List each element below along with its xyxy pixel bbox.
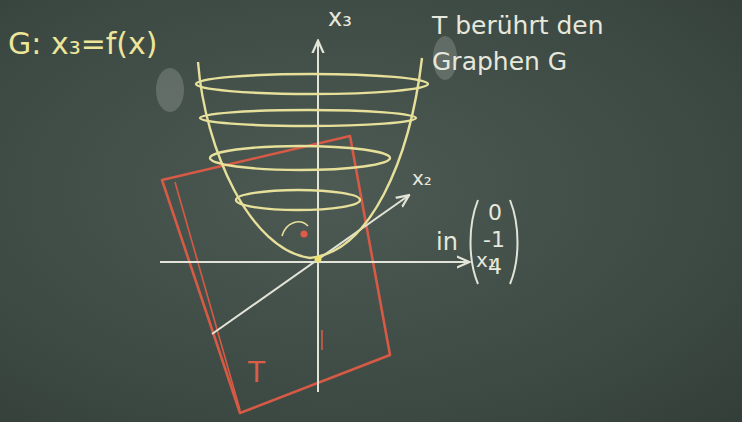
- graph-equation: G: x₃=f(x): [8, 26, 158, 62]
- vector-brackets: [471, 200, 518, 284]
- vector-entry: 0: [488, 200, 502, 226]
- paraboloid-graph: [196, 58, 428, 258]
- origin-point: [315, 256, 322, 263]
- note-text: T berührt den Graphen G: [432, 8, 647, 81]
- chalk-smudge: [156, 68, 184, 112]
- vector-entry: 4: [488, 254, 502, 280]
- vector-entry: -1: [483, 227, 505, 253]
- touch-point: [301, 231, 308, 238]
- axis-label: x₃: [328, 4, 352, 33]
- axis-label: x₂: [412, 166, 432, 190]
- tangent-plane: [162, 136, 390, 413]
- coordinate-axes: [160, 42, 468, 392]
- note-text: in: [436, 228, 458, 257]
- plane-label: T: [248, 356, 265, 390]
